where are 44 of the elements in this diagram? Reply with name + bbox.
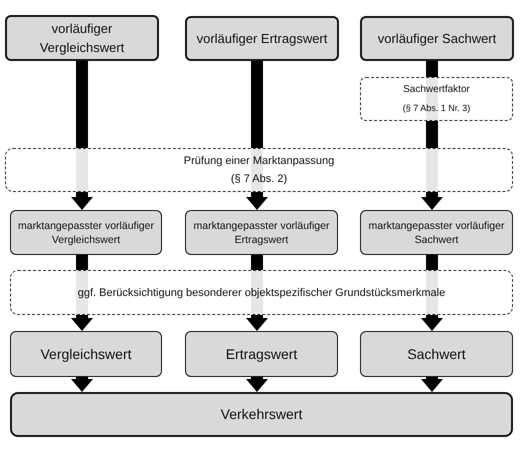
dashed-step-box — [5, 148, 513, 192]
arrow — [421, 315, 443, 331]
box-label: Sachwertfaktor — [402, 83, 471, 97]
reference-note: (§ 7 Abs. 2) — [230, 172, 288, 187]
box-label: vorläufiger Sachwert — [376, 30, 498, 48]
arrow — [246, 315, 268, 331]
process-box — [360, 16, 514, 61]
arrow — [426, 61, 438, 77]
arrow — [71, 192, 93, 210]
box-label: marktangepasster vorläufiger Vergleichswert — [17, 218, 155, 246]
box-label: Verkehrswert — [220, 405, 304, 424]
arrow — [421, 377, 443, 392]
box-label: ggf. Berücksichtigung besonderer objektspezifischer Grundstücksmerkmale — [76, 286, 446, 300]
process-box — [185, 331, 338, 377]
process-box — [360, 331, 513, 377]
process-box — [10, 210, 162, 255]
reference-note: (§ 7 Abs. 1 Nr. 3) — [402, 102, 472, 115]
box-label: marktangepasster vorläufiger Ertragswert — [192, 218, 330, 246]
process-box — [185, 16, 339, 61]
arrow — [71, 315, 93, 331]
process-box — [10, 392, 513, 437]
box-label: Prüfung einer Marktanpassung — [182, 154, 336, 169]
dashed-step-box — [10, 270, 513, 315]
arrow — [76, 61, 88, 148]
arrow — [426, 121, 438, 148]
box-label: vorläufiger Vergleichswert — [38, 20, 126, 57]
process-box — [360, 210, 513, 255]
box-label: vorläufiger Ertragswert — [196, 30, 328, 48]
box-label: Vergleichswert — [39, 344, 133, 364]
process-box — [10, 331, 162, 377]
box-label: marktangepasster vorläufiger Sachwert — [368, 218, 506, 246]
arrow — [251, 61, 263, 148]
arrow — [246, 377, 268, 392]
arrow — [421, 192, 443, 210]
arrow — [246, 192, 268, 210]
arrow — [251, 255, 263, 270]
arrow — [76, 255, 88, 270]
dashed-step-box — [360, 77, 513, 121]
process-box — [185, 210, 338, 255]
arrow — [426, 255, 438, 270]
box-label: Sachwert — [406, 344, 467, 364]
process-box — [5, 15, 159, 61]
arrow — [71, 377, 93, 392]
box-label: Ertragswert — [224, 344, 298, 364]
